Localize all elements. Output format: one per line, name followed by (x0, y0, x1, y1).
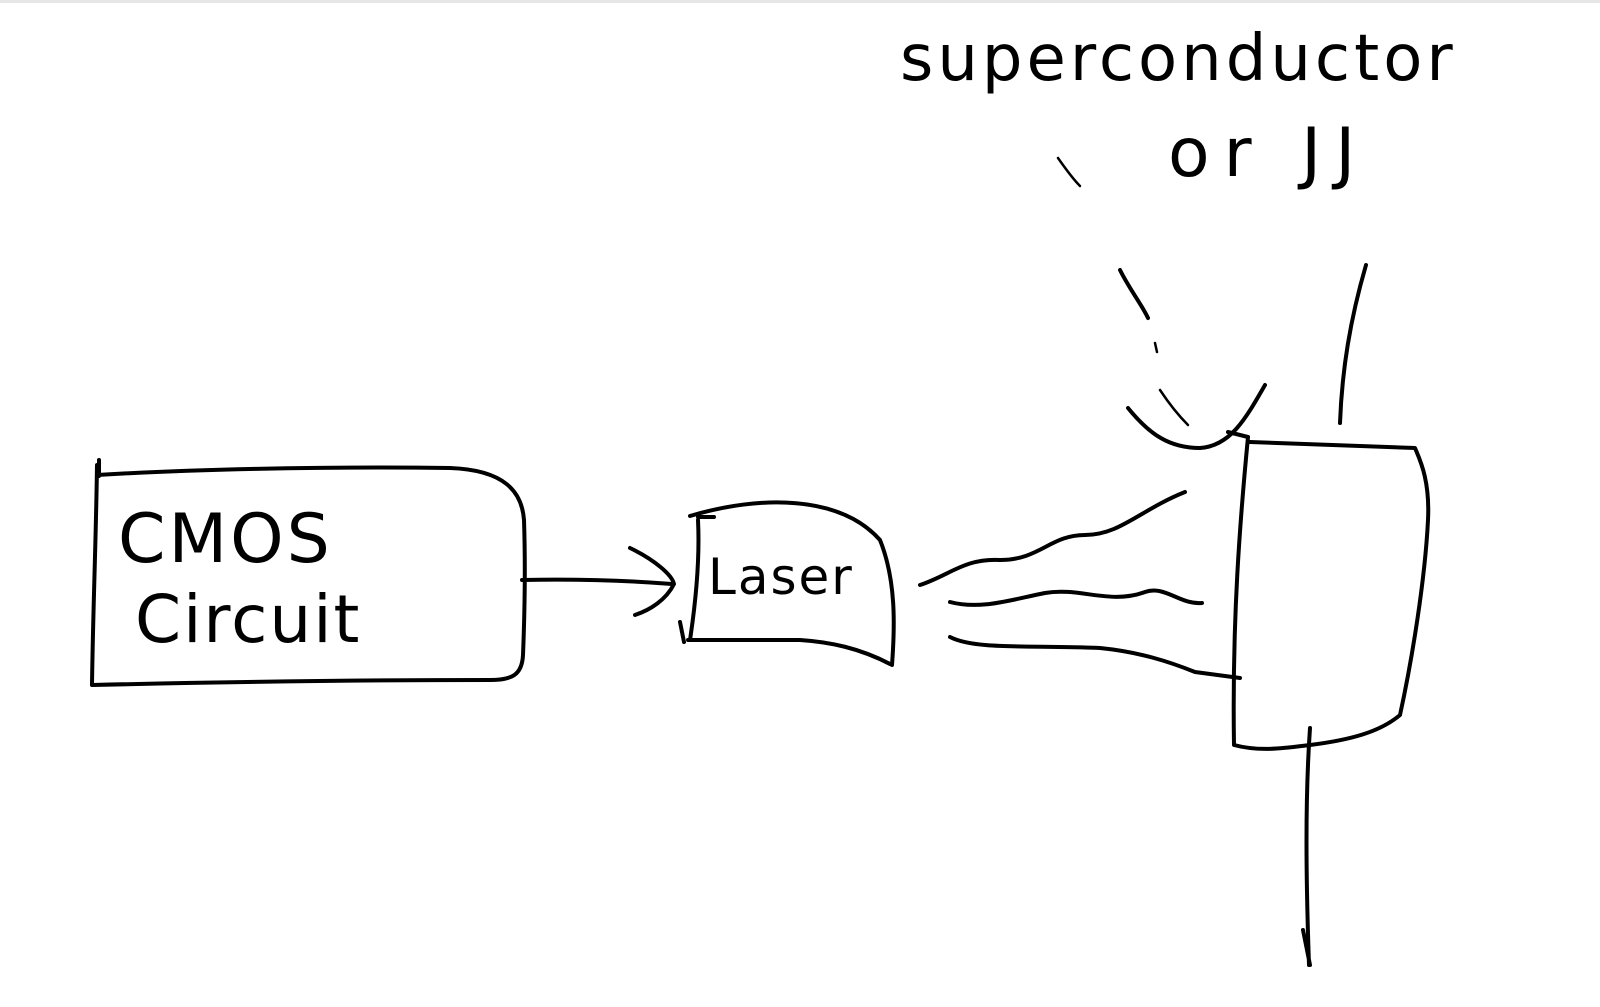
superconductor-outline (1226, 430, 1431, 751)
superconductor-node: superconductor or JJ (900, 22, 1457, 967)
top-lead-right (1338, 263, 1368, 425)
cmos-box-outline (90, 458, 527, 687)
cmos-to-laser-arrow (520, 546, 676, 617)
laser-label: Laser (708, 548, 854, 606)
cmos-label-line2: Circuit (135, 581, 361, 658)
light-wave-bottom (948, 635, 1242, 680)
top-lead-left-inner (1158, 388, 1190, 427)
light-wave-middle (948, 588, 1204, 607)
laser-node: Laser (678, 500, 896, 667)
cmos-circuit-node: CMOS Circuit (90, 458, 527, 687)
arrow-head (628, 546, 676, 617)
arrow-shaft (520, 577, 674, 586)
annotation-tick-1 (1056, 156, 1082, 188)
light-wave-top (918, 490, 1187, 587)
top-border (0, 0, 1600, 3)
cmos-label-line1: CMOS (118, 500, 333, 579)
light-waves (918, 490, 1242, 680)
top-lead-left (1118, 268, 1267, 450)
laser-outline (678, 500, 896, 667)
output-lead (1301, 726, 1312, 967)
superconductor-label-line1: superconductor (900, 22, 1457, 96)
superconductor-label-line2: or JJ (1168, 114, 1369, 193)
annotation-tick-2 (1153, 341, 1159, 354)
